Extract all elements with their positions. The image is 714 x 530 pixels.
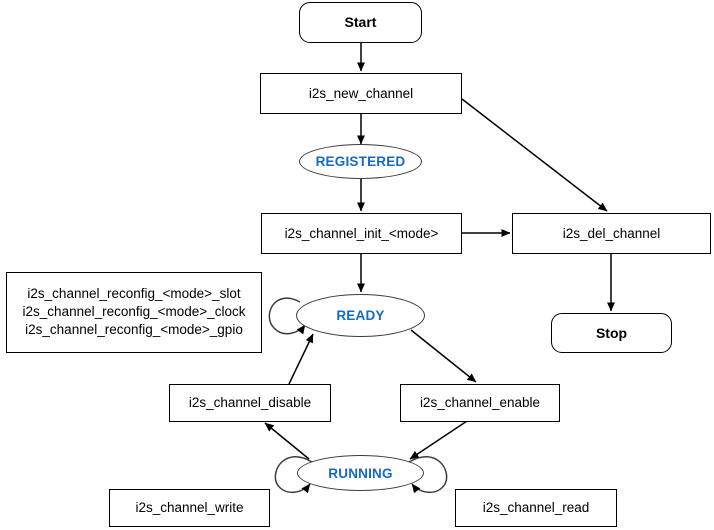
state-registered-label: REGISTERED <box>315 154 406 169</box>
node-i2s-del-channel-label: i2s_del_channel <box>562 225 661 241</box>
node-i2s-new-channel-label: i2s_new_channel <box>308 85 414 101</box>
edge-ready-to-enable <box>410 329 477 383</box>
edge-enable-to-running <box>409 420 468 460</box>
node-i2s-channel-reconfig-line-gpio: i2s_channel_reconfig_<mode>_gpio <box>25 321 243 337</box>
node-i2s-del-channel[interactable]: i2s_del_channel <box>512 213 711 254</box>
node-i2s-channel-write[interactable]: i2s_channel_write <box>109 489 270 527</box>
node-i2s-channel-write-label: i2s_channel_write <box>135 500 244 516</box>
edge-new-channel-to-del-channel <box>461 98 608 212</box>
state-running-label: RUNNING <box>328 465 393 481</box>
node-i2s-channel-reconfig-line-slot: i2s_channel_reconfig_<mode>_slot <box>27 286 241 301</box>
node-stop[interactable]: Stop <box>551 313 672 353</box>
node-stop-label: Stop <box>595 324 628 341</box>
state-ready-label: READY <box>336 308 385 323</box>
node-i2s-channel-disable-label: i2s_channel_disable <box>188 395 312 411</box>
node-i2s-channel-enable-label: i2s_channel_enable <box>419 395 541 411</box>
node-start-label: Start <box>344 14 377 31</box>
node-i2s-channel-enable[interactable]: i2s_channel_enable <box>400 384 560 422</box>
state-registered[interactable]: REGISTERED <box>299 144 422 179</box>
node-i2s-channel-read[interactable]: i2s_channel_read <box>455 489 617 527</box>
state-ready[interactable]: READY <box>296 294 425 337</box>
edge-disable-to-ready <box>288 333 314 385</box>
edge-running-to-disable <box>264 422 310 460</box>
node-i2s-channel-disable[interactable]: i2s_channel_disable <box>169 384 331 422</box>
node-start[interactable]: Start <box>299 2 422 43</box>
node-i2s-channel-init-mode[interactable]: i2s_channel_init_<mode> <box>261 213 462 254</box>
node-i2s-channel-reconfig[interactable]: i2s_channel_reconfig_<mode>_slot i2s_cha… <box>6 272 262 353</box>
node-i2s-channel-init-mode-label: i2s_channel_init_<mode> <box>284 225 439 241</box>
state-running[interactable]: RUNNING <box>297 455 424 491</box>
node-i2s-channel-read-label: i2s_channel_read <box>482 500 590 516</box>
node-i2s-new-channel[interactable]: i2s_new_channel <box>260 73 462 114</box>
node-i2s-channel-reconfig-line-clock: i2s_channel_reconfig_<mode>_clock <box>22 303 246 319</box>
